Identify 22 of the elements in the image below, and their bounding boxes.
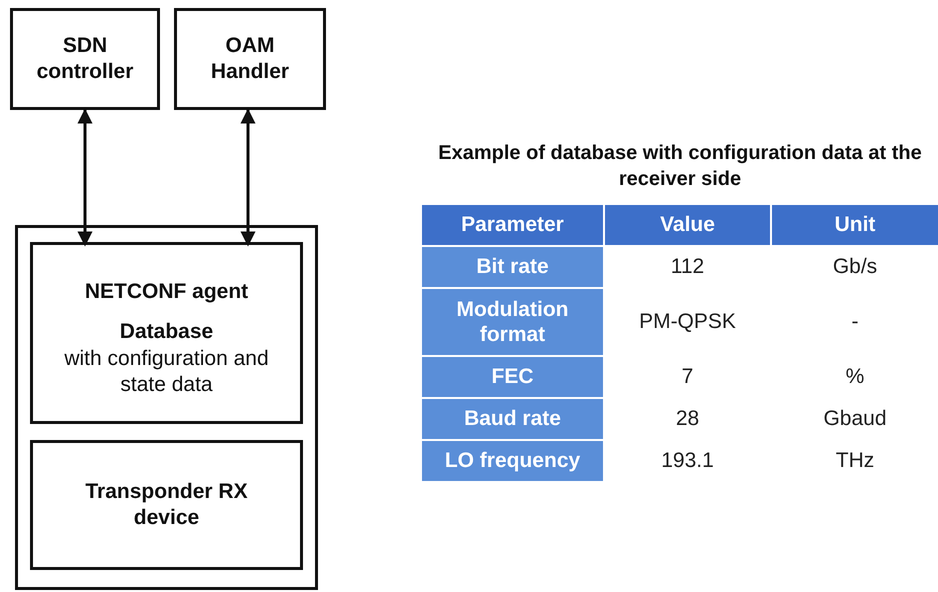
column-header: Parameter (421, 204, 604, 246)
arrow (78, 108, 92, 246)
arrow (240, 108, 256, 246)
process-box (174, 8, 326, 110)
component-box (30, 242, 303, 424)
row-header: LO frequency (421, 440, 604, 482)
node-title: SDN controller (36, 32, 134, 85)
column-header: Value (604, 204, 771, 246)
component-box (30, 440, 303, 570)
row-header: Bit rate (421, 246, 604, 288)
table-title: Example of database with configuration data at the receiver side (437, 141, 923, 192)
row-header: Baud rate (421, 398, 604, 440)
container-box (15, 225, 318, 590)
node-description: with configuration and state data (63, 346, 270, 398)
node-subtitle: Database (120, 319, 214, 346)
node-title: NETCONF agent (84, 279, 248, 305)
column-header: Unit (771, 204, 938, 246)
row-header: FEC (421, 356, 604, 398)
node-title: Transponder RX device (84, 478, 249, 531)
process-box (10, 8, 160, 110)
row-header: Modulation format (421, 288, 604, 356)
node-title: OAM Handler (210, 32, 290, 85)
